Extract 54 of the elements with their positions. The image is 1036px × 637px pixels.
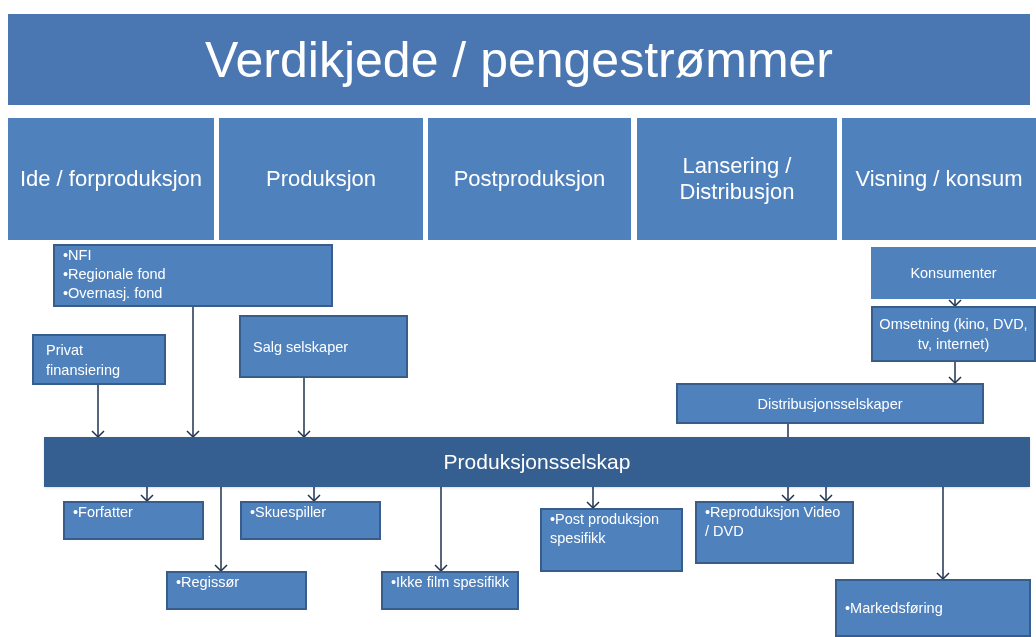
process-box	[166, 571, 307, 610]
box-label: •NFI	[63, 246, 93, 265]
arrow	[781, 486, 795, 502]
arrow	[936, 486, 950, 580]
process-box	[32, 334, 166, 385]
arrow	[948, 298, 962, 307]
box-label: •Regissør	[176, 573, 241, 592]
phase-header	[219, 118, 423, 240]
process-box	[871, 247, 1036, 299]
box-label: Produksjon	[265, 166, 377, 192]
box-label: •Forfatter	[73, 503, 134, 522]
arrow	[186, 306, 200, 438]
phase-header	[428, 118, 631, 240]
arrow	[948, 361, 962, 384]
box-label: Privat finansiering	[46, 340, 122, 380]
box-label: Lansering / Distribusjon	[678, 153, 796, 205]
box-label: Distribusjonsselskaper	[757, 394, 903, 414]
box-label: Visning / konsum	[855, 166, 1023, 192]
phase-header	[8, 118, 214, 240]
arrow	[434, 486, 448, 572]
title-banner: Verdikjede / pengestrømmer	[8, 14, 1030, 105]
process-box	[676, 383, 984, 424]
process-box	[240, 501, 381, 540]
box-label: Produksjonsselskap	[443, 449, 631, 475]
box-label: •Ikke film spesifikk	[391, 573, 509, 592]
arrow	[140, 486, 154, 502]
box-label: •Post produksjon spesifikk	[550, 510, 661, 548]
process-box	[871, 306, 1036, 362]
process-box	[239, 315, 408, 378]
arrow	[586, 486, 600, 509]
box-label: •Regionale fond	[63, 265, 167, 284]
phase-header	[637, 118, 837, 240]
arrow	[297, 377, 311, 438]
arrow	[307, 486, 321, 502]
process-box	[835, 579, 1031, 637]
box-label: Konsumenter	[910, 264, 997, 283]
phase-header	[842, 118, 1036, 240]
arrow	[214, 486, 228, 572]
box-label: Salg selskaper	[253, 337, 350, 357]
arrow	[819, 486, 833, 502]
process-box	[53, 244, 333, 307]
box-label: •Reproduksjon Video / DVD	[705, 503, 842, 541]
box-label: •Markedsføring	[845, 599, 944, 618]
process-box	[540, 508, 683, 572]
arrow	[91, 384, 105, 438]
box-label: •Overnasj. fond	[63, 284, 164, 303]
process-box	[695, 501, 854, 564]
box-label: •Skuespiller	[250, 503, 327, 522]
process-box	[63, 501, 204, 540]
box-label: Ide / forproduksjon	[19, 166, 203, 192]
box-label: Omsetning (kino, DVD, tv, internet)	[878, 315, 1029, 354]
box-label: Postproduksjon	[453, 166, 606, 192]
process-box	[381, 571, 519, 610]
company-bar	[44, 437, 1030, 487]
